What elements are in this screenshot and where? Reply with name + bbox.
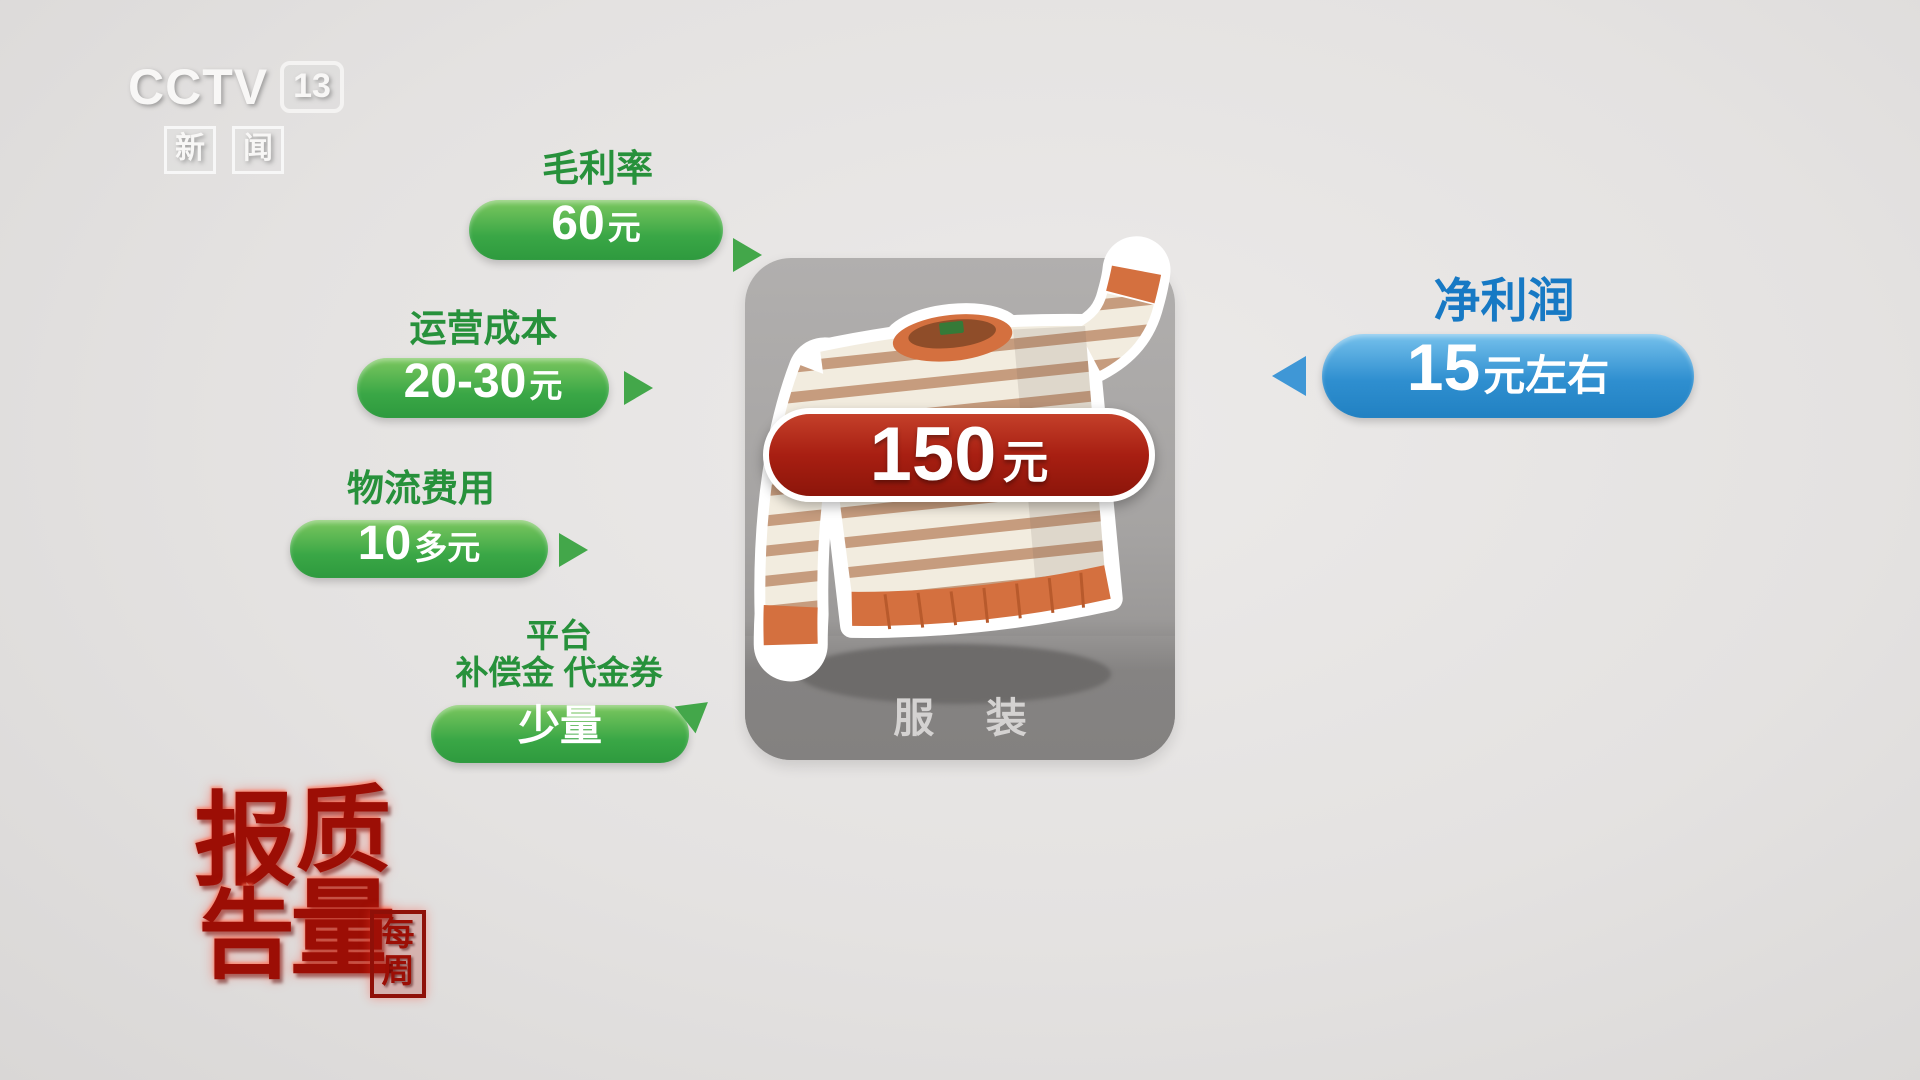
price-value: 150 [869, 412, 997, 497]
seal-char: 量 [290, 872, 396, 989]
product-category-label: 服 装 [893, 695, 1047, 741]
seal-small-char: 周 [381, 954, 415, 990]
operating-cost-title: 运营成本 [409, 308, 558, 349]
seal-weekly-box: 每 周 [370, 910, 426, 998]
seal-char: 报 [194, 786, 296, 899]
platform-compensation-pill: 少量 [431, 705, 689, 763]
net-profit-pill: 15 元左右 [1322, 334, 1694, 418]
operating-cost-pill: 20-30 元 [357, 358, 609, 418]
subtitle-char: 新 [164, 126, 216, 174]
logistics-fee-value: 10 [357, 517, 412, 570]
gross-margin-value: 60 [551, 197, 605, 250]
sweater-illustration [753, 236, 1171, 682]
cctv-logo-row: CCTV 13 [128, 58, 344, 116]
net-profit-title: 净利润 [1433, 274, 1575, 327]
logistics-fee-pill: 10 多元 [290, 520, 548, 578]
gross-margin-unit: 元 [607, 209, 641, 246]
operating-cost-value: 20-30 [403, 355, 527, 408]
operating-cost-unit: 元 [529, 367, 563, 404]
cctv-channel-bug: CCTV 13 新 闻 [128, 58, 344, 174]
net-profit-unit: 元左右 [1483, 352, 1610, 399]
logistics-fee-unit: 多元 [414, 529, 481, 566]
platform-title-line1: 平台 [526, 617, 592, 654]
channel-number-badge: 13 [280, 61, 344, 113]
gross-margin-title: 毛利率 [542, 148, 653, 189]
product-shadow [799, 644, 1111, 704]
channel-subtitle: 新 闻 [164, 126, 344, 174]
arrow-right-icon [733, 238, 762, 272]
logistics-fee-title: 物流费用 [347, 468, 495, 509]
cctv-logo-text: CCTV [128, 59, 269, 115]
seal-small-char: 每 [381, 917, 415, 953]
arrow-right-icon [559, 533, 588, 567]
seal-char: 告 [198, 883, 295, 990]
platform-title-line2: 补偿金 代金券 [455, 653, 663, 691]
price-pill: 150 元 [763, 408, 1155, 502]
quality-report-seal: 报 质 告 量 每 周 [194, 784, 430, 1000]
seal-char: 质 [296, 778, 392, 884]
arrow-left-icon [1272, 356, 1306, 396]
platform-compensation-title: 平台 补偿金 代金券 [419, 617, 699, 692]
arrow-right-icon [624, 371, 653, 405]
platform-compensation-value: 少量 [517, 702, 602, 749]
gross-margin-pill: 60 元 [469, 200, 723, 260]
price-unit: 元 [1002, 436, 1049, 488]
subtitle-char: 闻 [232, 126, 284, 174]
net-profit-value: 15 [1406, 330, 1481, 404]
